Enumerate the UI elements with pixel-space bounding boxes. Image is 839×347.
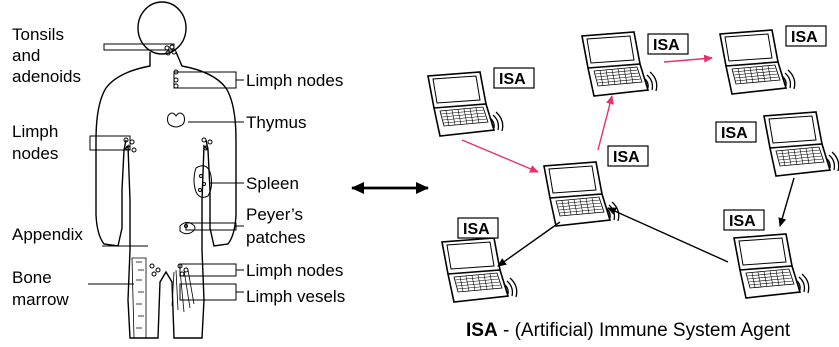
isa-badge: ISA (607, 145, 649, 167)
svg-text:ISA: ISA (729, 213, 756, 230)
laptop-icon (427, 71, 504, 137)
isa-badge: ISA (493, 67, 535, 89)
label-limph-nodes-arm-line1: Limph (12, 122, 58, 141)
neck-nodes (173, 69, 179, 89)
svg-text:ISA: ISA (791, 29, 818, 46)
isa-badge: ISA (457, 217, 499, 239)
svg-text:ISA: ISA (721, 125, 748, 142)
label-bone-marrow-line1: Bone (12, 268, 52, 287)
svg-text:ISA: ISA (463, 221, 490, 238)
peyers-patches (179, 221, 196, 235)
armpit-nodes (123, 137, 213, 153)
svg-text:ISA: ISA (613, 149, 640, 166)
label-limph-nodes-neck: Limph nodes (246, 71, 343, 90)
svg-text:ISA: ISA (653, 37, 680, 54)
bone-marrow (131, 257, 147, 339)
black-arrow (607, 207, 729, 263)
isa-badge: ISA (723, 209, 765, 231)
thymus-organ (167, 112, 185, 128)
label-thymus: Thymus (246, 113, 306, 132)
spleen-organ (193, 165, 213, 198)
laptop-icon (543, 161, 620, 227)
label-peyers-line2: patches (246, 228, 306, 247)
laptop-icon (733, 233, 810, 299)
svg-text:ISA: ISA (499, 71, 526, 88)
pink-arrow (663, 54, 713, 63)
label-leaders (88, 43, 244, 301)
label-peyers-line1: Peyer’s (246, 205, 303, 224)
black-arrow (778, 177, 795, 227)
label-spleen: Spleen (246, 174, 299, 193)
laptop-icon (763, 111, 839, 177)
groin-nodes (149, 263, 189, 277)
legend-caption: ISA - (Artificial) Immune System Agent (466, 320, 791, 341)
laptop-icon (719, 29, 796, 95)
pink-arrow (461, 139, 539, 173)
label-bone-marrow-line2: marrow (12, 290, 69, 309)
pink-arrow (597, 95, 614, 151)
laptop-icon (581, 31, 658, 97)
label-tonsils-line2: and (12, 46, 40, 65)
isa-badge: ISA (785, 25, 827, 47)
label-appendix: Appendix (12, 225, 83, 244)
label-tonsils-line3: adenoids (12, 67, 81, 86)
isa-badge: ISA (715, 121, 757, 143)
label-limph-nodes-arm-line2: nodes (12, 144, 58, 163)
isa-badge: ISA (647, 33, 689, 55)
label-tonsils-line1: Tonsils (12, 25, 64, 44)
limph-vessels (171, 269, 195, 313)
label-limph-nodes-groin: Limph nodes (246, 261, 343, 280)
black-arrow (497, 221, 561, 267)
laptop-icon (441, 237, 518, 303)
label-limph-vesels: Limph vesels (246, 287, 345, 306)
